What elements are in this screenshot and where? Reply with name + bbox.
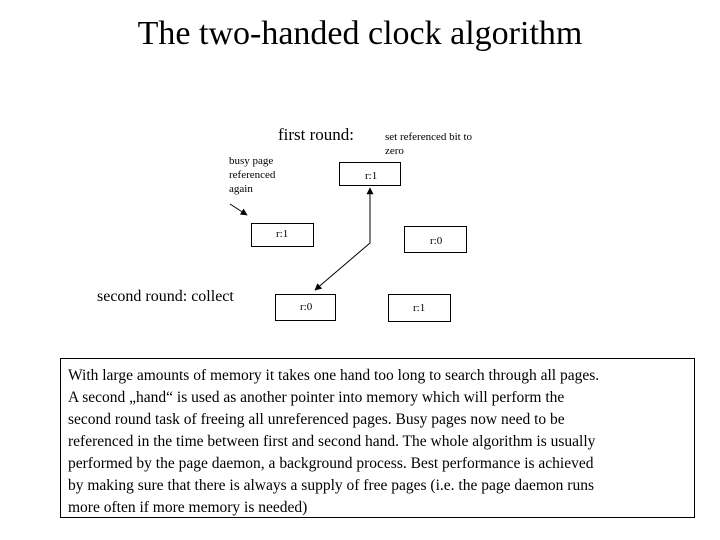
first-round-label: first round: bbox=[278, 125, 355, 144]
note-line: again bbox=[229, 183, 253, 195]
description-line: performed by the page daemon, a backgrou… bbox=[68, 455, 594, 472]
description-line: With large amounts of memory it takes on… bbox=[68, 367, 600, 384]
description-line: referenced in the time between first and… bbox=[68, 433, 596, 450]
set-referenced-bit-note: set referenced bit to zero bbox=[385, 130, 495, 158]
page-title: The two-handed clock algorithm bbox=[137, 15, 583, 52]
page-box-upper-right: r:0 bbox=[404, 226, 467, 253]
page-box-lower-left: r:0 bbox=[275, 294, 336, 321]
description-line: A second „hand“ is used as another point… bbox=[68, 389, 565, 406]
page-box-lower-right: r:1 bbox=[388, 294, 451, 322]
page-box-upper-left: r:1 bbox=[251, 223, 314, 247]
note-line: referenced bbox=[229, 169, 276, 181]
description-box: With large amounts of memory it takes on… bbox=[60, 358, 695, 518]
note-line: zero bbox=[385, 145, 404, 157]
note-line: busy page bbox=[229, 155, 274, 167]
busy-page-note: busy page referenced again bbox=[229, 154, 299, 196]
second-round-label: second round: collect bbox=[97, 288, 234, 305]
description-line: by making sure that there is always a su… bbox=[68, 477, 594, 494]
note-line: set referenced bit to bbox=[385, 131, 473, 143]
description-line: more often if more memory is needed) bbox=[68, 499, 308, 516]
busy-page-arrow bbox=[229, 203, 248, 216]
page-box-top: r:1 bbox=[339, 162, 401, 186]
description-line: second round task of freeing all unrefer… bbox=[68, 411, 565, 428]
clock-hand-arrow bbox=[314, 187, 374, 291]
